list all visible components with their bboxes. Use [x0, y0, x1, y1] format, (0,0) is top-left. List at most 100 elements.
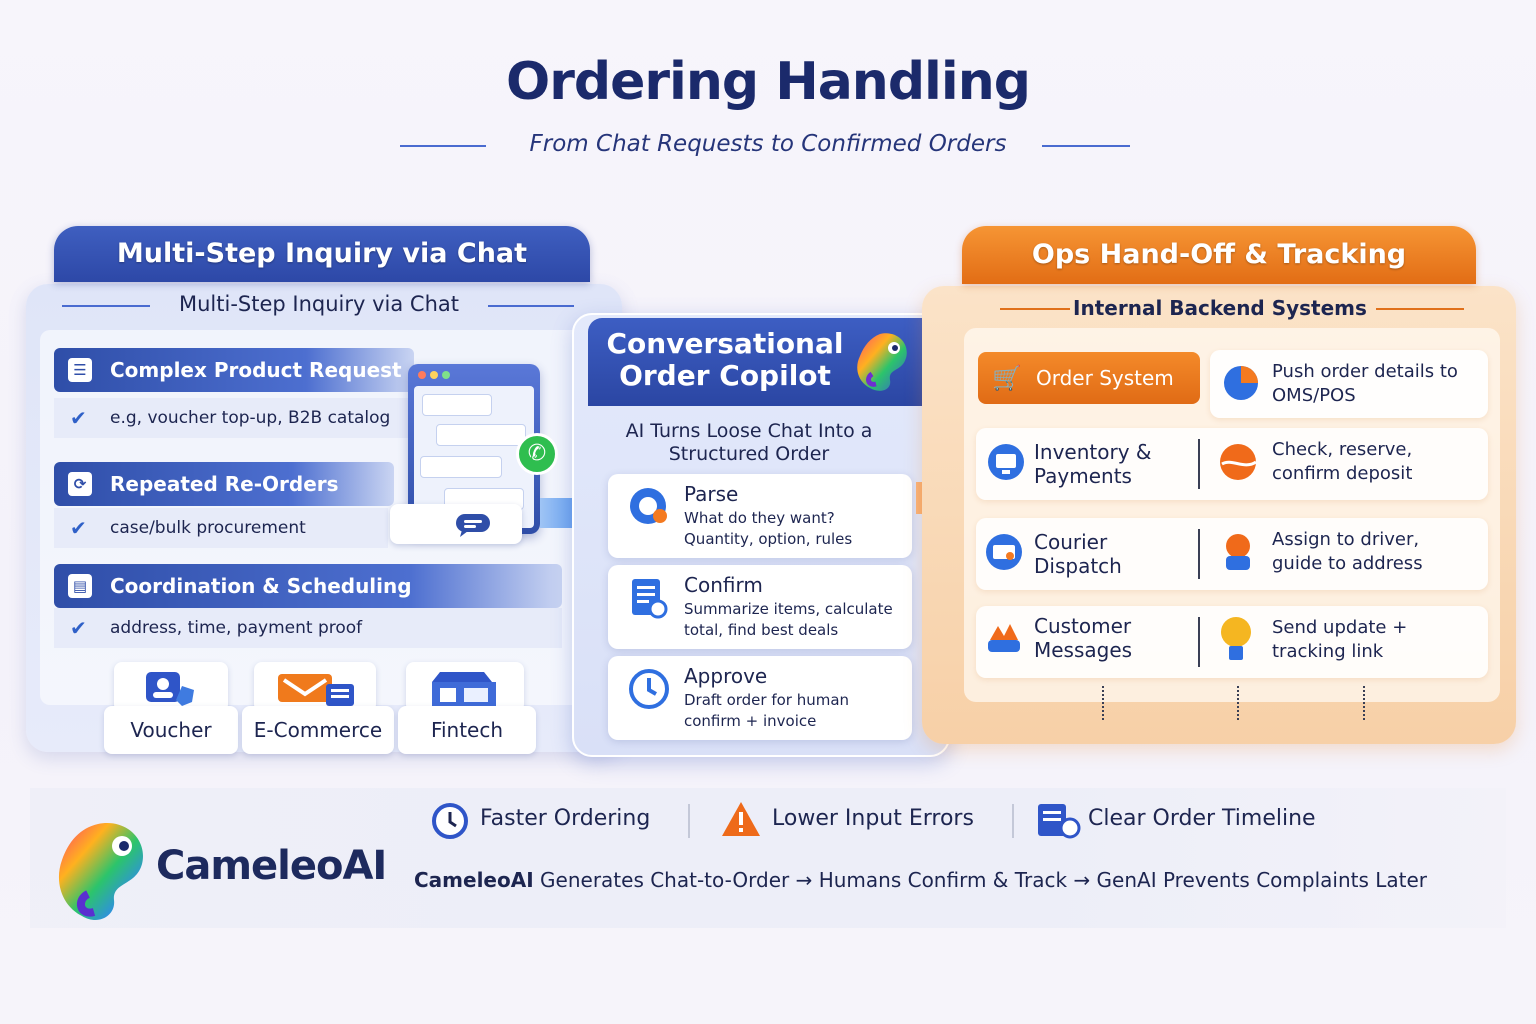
- feature-lower-errors: Lower Input Errors: [772, 806, 974, 831]
- check-icon: ✔: [70, 616, 87, 640]
- copilot-subtitle: AI Turns Loose Chat Into a Structured Or…: [625, 420, 873, 465]
- tagline-text: Generates Chat-to-Order → Humans Confirm…: [533, 868, 1428, 892]
- panel-divider-left: [62, 305, 150, 307]
- row-description: Assign to driver, guide to address: [1272, 529, 1423, 574]
- courier-icon: [986, 534, 1022, 570]
- category-title: Repeated Re-Orders: [110, 472, 339, 496]
- category-detail-row: ✔ address, time, payment proof: [54, 608, 562, 648]
- row-label: Order System: [1036, 366, 1174, 390]
- parse-icon: [630, 488, 667, 524]
- panel-divider-left: [1000, 308, 1070, 310]
- row-divider: [1198, 617, 1200, 667]
- step-parse[interactable]: Parse What do they want? Quantity, optio…: [608, 474, 912, 558]
- category-title: Complex Product Request: [110, 358, 402, 382]
- window-dot: [442, 371, 450, 379]
- order-system-action: Push order details to OMS/POS: [1210, 350, 1488, 418]
- ops-tab: Ops Hand-Off & Tracking: [962, 226, 1476, 284]
- step-title: Approve: [684, 664, 768, 688]
- industry-voucher[interactable]: Voucher: [104, 706, 238, 754]
- courier-dispatch-row[interactable]: Courier Dispatch Assign to driver, guide…: [976, 518, 1488, 590]
- step-title: Parse: [684, 482, 739, 506]
- page-subtitle: From Chat Requests to Confirmed Orders: [529, 131, 1007, 157]
- copilot-title: Conversational Order Copilot: [606, 327, 844, 392]
- customer-messages-row[interactable]: Customer Messages Send update + tracking…: [976, 606, 1488, 678]
- stopwatch-icon: [432, 803, 468, 839]
- industry-fintech[interactable]: Fintech: [398, 706, 536, 754]
- row-label: Courier Dispatch: [1034, 530, 1122, 578]
- chat-button[interactable]: [390, 504, 522, 544]
- inventory-payments-row[interactable]: Inventory & Payments Check, reserve, con…: [976, 428, 1488, 500]
- refresh-icon: ⟳: [68, 472, 92, 496]
- industry-ecommerce[interactable]: E-Commerce: [242, 706, 394, 754]
- chat-bubble: [436, 424, 526, 446]
- inquiry-tab-title: Multi-Step Inquiry via Chat: [116, 238, 528, 269]
- document-check-icon: [632, 579, 668, 619]
- category-scheduling[interactable]: ▤ Coordination & Scheduling: [54, 564, 562, 608]
- order-system-button[interactable]: 🛒 Order System: [978, 352, 1200, 404]
- subtitle-divider-right: [1042, 145, 1130, 147]
- category-reorders[interactable]: ⟳ Repeated Re-Orders: [54, 462, 394, 506]
- driver-icon: [1226, 534, 1250, 570]
- calendar-icon: ▤: [68, 574, 92, 598]
- row-description: Send update + tracking link: [1272, 617, 1408, 662]
- step-approve[interactable]: Approve Draft order for human confirm + …: [608, 656, 912, 740]
- category-detail-row: ✔ case/bulk procurement: [54, 508, 388, 548]
- fintech-icon: [406, 662, 524, 712]
- check-icon: ✔: [70, 406, 87, 430]
- category-detail: e.g, voucher top-up, B2B catalog: [110, 408, 391, 428]
- panel-divider-right: [488, 305, 574, 307]
- step-confirm[interactable]: Confirm Summarize items, calculate total…: [608, 565, 912, 649]
- dotted-connector: [1237, 686, 1239, 720]
- step-description: What do they want? Quantity, option, rul…: [684, 509, 853, 548]
- window-dot: [418, 371, 426, 379]
- step-description: Summarize items, calculate total, find b…: [684, 600, 893, 639]
- row-label: Inventory & Payments: [1034, 440, 1152, 488]
- ops-tab-title: Ops Hand-Off & Tracking: [1031, 239, 1407, 270]
- chameleon-logo-icon: [857, 333, 907, 391]
- document-icon: ☰: [68, 358, 92, 382]
- check-icon: ✔: [70, 516, 87, 540]
- feature-faster-ordering: Faster Ordering: [480, 806, 651, 831]
- lightbulb-icon: [1221, 617, 1251, 660]
- payment-coin-icon: [1220, 444, 1257, 480]
- ecommerce-icon: [254, 662, 376, 712]
- chat-bubble-icon: [456, 514, 490, 537]
- timeline-document-icon: [1038, 804, 1081, 839]
- page-title: Ordering Handling: [506, 52, 1031, 112]
- row-divider: [1198, 529, 1200, 579]
- warning-icon: [722, 802, 760, 836]
- feature-divider: [1012, 804, 1014, 838]
- ops-panel-title: Internal Backend Systems: [1073, 296, 1367, 320]
- chat-bubble: [422, 394, 492, 416]
- subtitle-divider-left: [400, 145, 486, 147]
- whatsapp-icon: ✆: [516, 433, 558, 475]
- footer-band: [30, 788, 1506, 928]
- category-detail-row: ✔ e.g, voucher top-up, B2B catalog: [54, 398, 410, 438]
- row-description: Check, reserve, confirm deposit: [1272, 439, 1413, 484]
- category-title: Coordination & Scheduling: [110, 574, 412, 598]
- inquiry-tab: Multi-Step Inquiry via Chat: [54, 226, 590, 282]
- category-detail: case/bulk procurement: [110, 518, 306, 538]
- message-hand-icon: [988, 624, 1020, 652]
- dotted-connector: [1102, 686, 1104, 720]
- footer-tagline: CameleoAI Generates Chat-to-Order → Huma…: [414, 868, 1427, 892]
- dotted-connector: [1363, 686, 1365, 720]
- pie-chart-icon: [1224, 366, 1258, 400]
- clock-icon: [629, 669, 669, 709]
- category-detail: address, time, payment proof: [110, 618, 363, 638]
- brand-name: CameleoAI: [156, 843, 387, 889]
- step-title: Confirm: [684, 573, 763, 597]
- inquiry-panel-title: Multi-Step Inquiry via Chat: [179, 292, 459, 316]
- step-description: Draft order for human confirm + invoice: [684, 691, 850, 730]
- row-description: Push order details to OMS/POS: [1272, 361, 1458, 406]
- tagline-brand: CameleoAI: [414, 868, 534, 892]
- row-divider: [1198, 439, 1200, 489]
- feature-divider: [688, 804, 690, 838]
- cart-icon: 🛒: [992, 364, 1022, 392]
- voucher-icon: [114, 662, 228, 712]
- row-label: Customer Messages: [1034, 614, 1133, 662]
- window-dot: [430, 371, 438, 379]
- panel-divider-right: [1376, 308, 1464, 310]
- cameleoai-logo-icon: [58, 823, 143, 921]
- category-complex-product[interactable]: ☰ Complex Product Request: [54, 348, 414, 392]
